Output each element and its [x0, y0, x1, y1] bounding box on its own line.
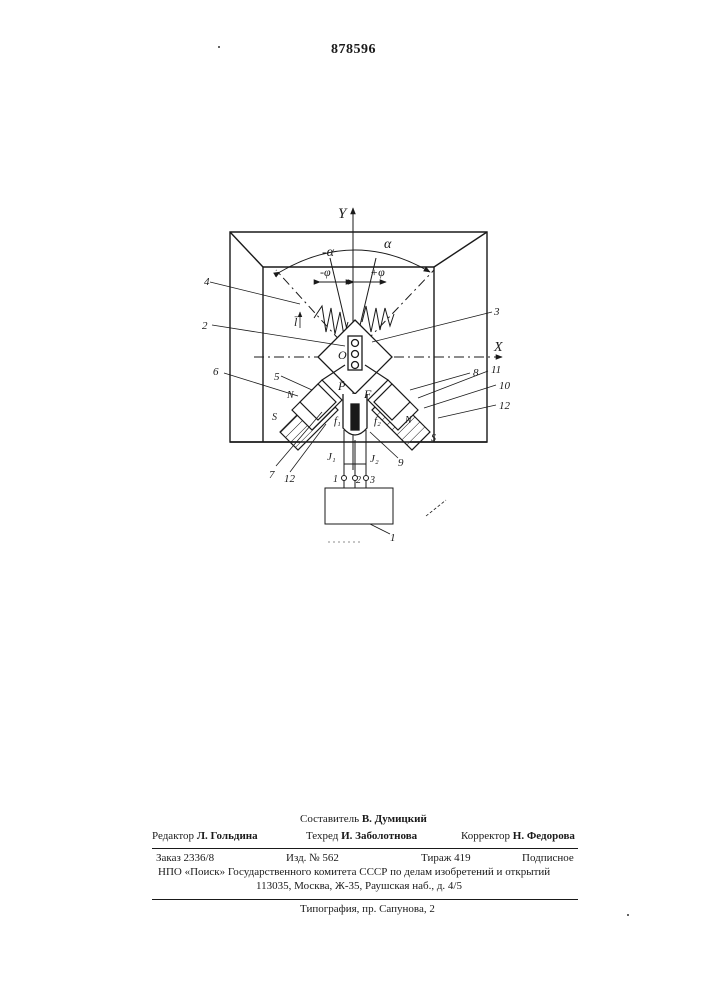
- ref-11: 11: [491, 364, 501, 376]
- label-s-left: S: [272, 412, 277, 423]
- label-axis-y: Y: [338, 206, 348, 222]
- ref-1: 1: [390, 532, 396, 544]
- label-axis-x: X: [493, 340, 503, 355]
- techred-name: И. Заболотнова: [341, 830, 417, 842]
- organization: НПО «Поиск» Государственного комитета СС…: [158, 866, 550, 878]
- techred-label: Техред: [306, 830, 338, 842]
- order: Заказ 2336/8: [156, 852, 214, 864]
- label-alpha-left: -α: [322, 245, 335, 260]
- printing: Типография, пр. Сапунова, 2: [300, 903, 435, 915]
- editor-name: Л. Гольдина: [197, 830, 258, 842]
- label-f1: f₁: [334, 415, 341, 427]
- editor-line: Редактор Л. Гольдина: [152, 830, 258, 842]
- label-j1: J₁: [327, 451, 336, 463]
- subscription: Подписное: [522, 852, 574, 864]
- sensor-a: [352, 340, 359, 347]
- sensor-b: [352, 351, 359, 358]
- ref-12-right: 12: [499, 400, 511, 412]
- techred-line: Техред И. Заболотнова: [306, 830, 417, 842]
- compiler-line: Составитель В. Думицкий: [300, 813, 427, 825]
- credits-rule: [152, 848, 578, 849]
- label-origin: O: [338, 348, 347, 362]
- ref-8: 8: [473, 367, 479, 379]
- label-alpha-right: α: [384, 237, 392, 252]
- corrector-name: Н. Федорова: [513, 830, 575, 842]
- ref-10: 10: [499, 380, 511, 392]
- label-vec-l: l̄: [294, 315, 298, 329]
- label-terminal-3: 3: [369, 475, 375, 486]
- tail-core: [351, 404, 359, 430]
- ref-2: 2: [202, 320, 208, 332]
- label-vec-p: P̄: [337, 379, 346, 393]
- label-n-right: N: [404, 415, 413, 426]
- ref-9: 9: [398, 457, 404, 469]
- label-vec-f: F: [363, 387, 372, 401]
- label-n-left: N: [286, 390, 295, 401]
- circulation: Тираж 419: [421, 852, 471, 864]
- magnet-right: [365, 365, 430, 450]
- housing-bevel-left: [230, 232, 263, 267]
- corrector-line: Корректор Н. Федорова: [461, 830, 575, 842]
- label-terminal-2: 2: [356, 475, 361, 486]
- label-phi-left: -φ: [320, 265, 331, 279]
- speck: [218, 46, 220, 48]
- corrector-label: Корректор: [461, 830, 510, 842]
- sensor-c: [352, 362, 359, 369]
- ref-7: 7: [269, 469, 275, 481]
- label-f2: f₂: [374, 415, 381, 427]
- label-s-right: S: [431, 433, 436, 444]
- alpha-arc: [280, 250, 430, 272]
- spring-right: [362, 306, 394, 332]
- edition: Изд. № 562: [286, 852, 339, 864]
- credits-rule-bottom: [152, 899, 578, 900]
- ref-6: 6: [213, 366, 219, 378]
- label-terminal-1: 1: [333, 474, 338, 485]
- ref-5: 5: [274, 371, 280, 383]
- housing-bevel-right: [434, 232, 487, 267]
- stray-mark: [426, 500, 446, 516]
- editor-label: Редактор: [152, 830, 194, 842]
- label-j2: J₂: [370, 453, 379, 465]
- ref-4: 4: [204, 276, 210, 288]
- ref-12-left: 12: [284, 473, 296, 485]
- magnet-left: [280, 365, 345, 450]
- address: 113035, Москва, Ж-35, Раушская наб., д. …: [256, 880, 462, 892]
- ref-3: 3: [493, 306, 500, 318]
- compiler-label: Составитель: [300, 813, 359, 825]
- compiler-name: В. Думицкий: [362, 813, 427, 825]
- label-phi-right: +φ: [370, 265, 385, 279]
- control-unit: [325, 488, 393, 524]
- speck-2: [627, 914, 629, 916]
